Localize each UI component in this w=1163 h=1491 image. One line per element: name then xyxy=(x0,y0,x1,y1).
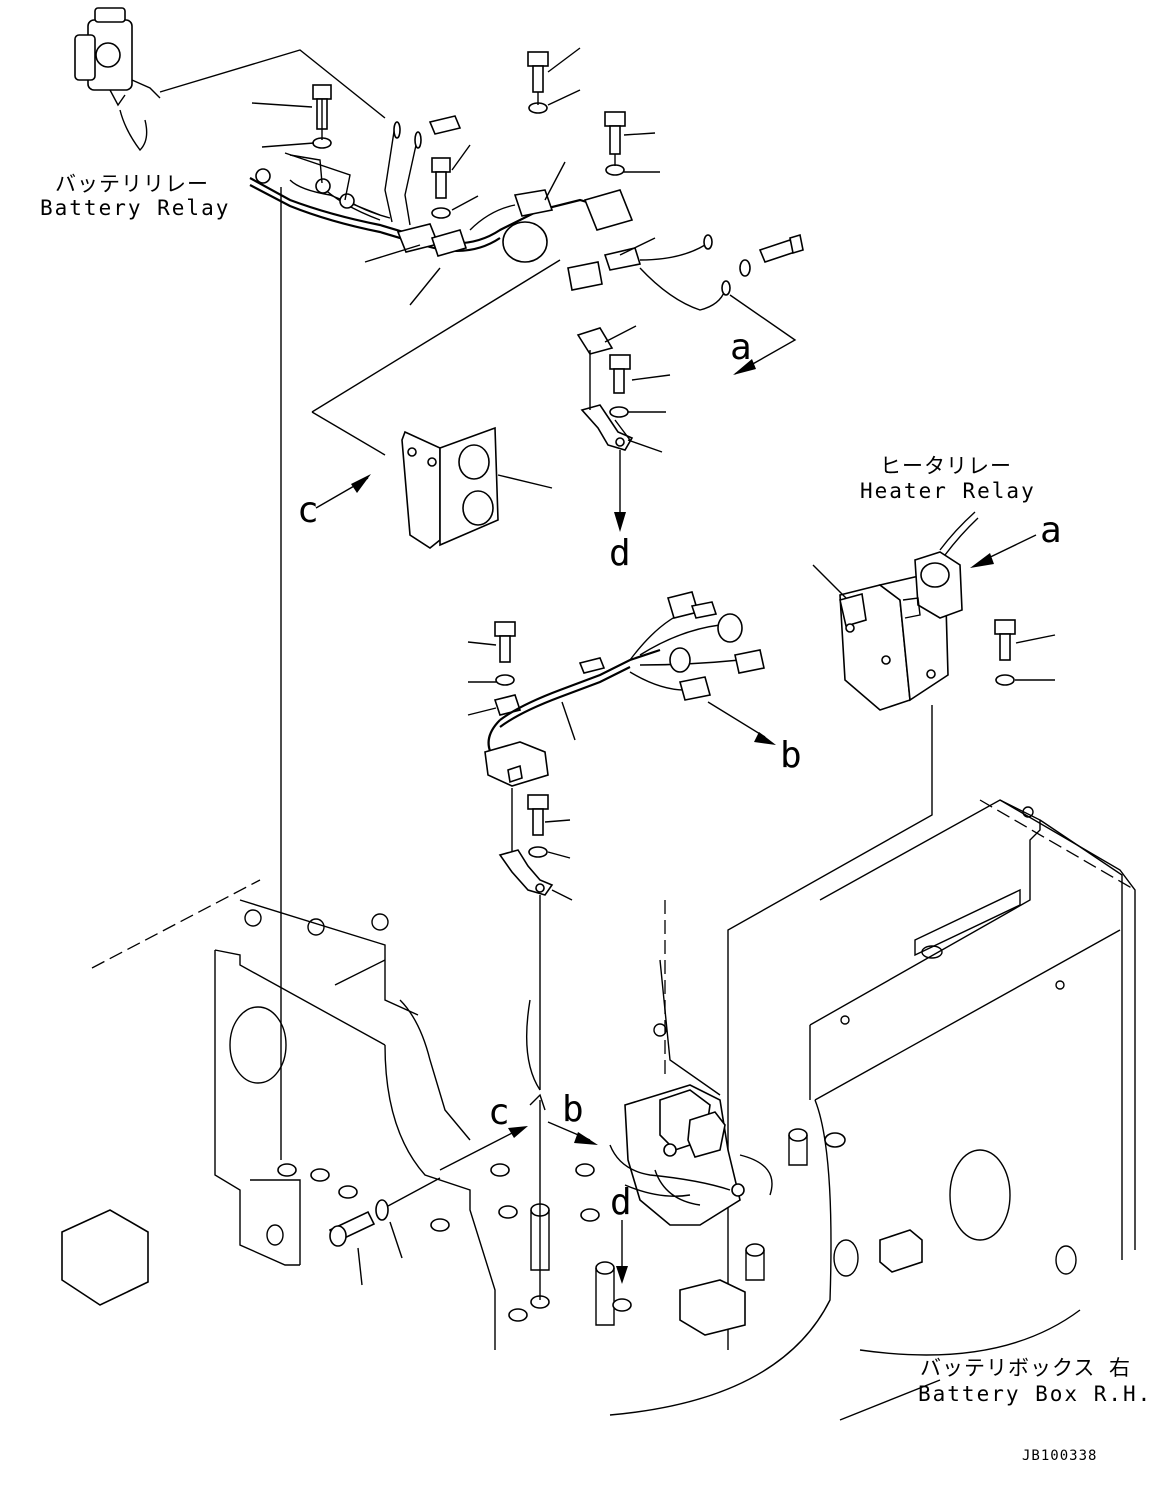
battery-relay-label-jp: バッテリリレー xyxy=(55,172,209,196)
bolt-3 xyxy=(604,111,626,155)
heater-relay-label-jp: ヒータリレー xyxy=(880,454,1012,478)
view-marker-c-bracket: c xyxy=(297,490,319,531)
heater-relay-label-en: Heater Relay xyxy=(860,479,1036,503)
view-marker-c-box: c xyxy=(488,1092,510,1133)
bolt-9 xyxy=(527,794,549,836)
battery-relay-label-en: Battery Relay xyxy=(40,196,231,220)
battery-relay-illustration xyxy=(74,7,161,152)
bolt-6 xyxy=(609,354,631,394)
view-marker-a-top: a xyxy=(730,327,752,368)
upper-wiring-harness xyxy=(249,51,804,451)
bolt-2 xyxy=(527,51,549,93)
view-marker-a-heater: a xyxy=(1040,510,1062,551)
middle-wiring-harness xyxy=(467,591,776,1090)
view-marker-d-box: d xyxy=(610,1182,632,1223)
battery-box-label-en: Battery Box R.H. xyxy=(918,1382,1153,1406)
upper-callout-leaders xyxy=(251,47,797,456)
view-marker-b-harness: b xyxy=(780,735,802,776)
bolt-8 xyxy=(494,621,516,663)
spacer-pegs xyxy=(277,1128,846,1326)
drawing-code: JB100338 xyxy=(1022,1448,1098,1464)
bolt-4 xyxy=(431,157,451,199)
battery-box-rh xyxy=(61,187,1136,1421)
mounting-bracket xyxy=(315,426,553,549)
view-marker-d-clamp: d xyxy=(609,533,631,574)
bolt-5 xyxy=(758,233,804,263)
battery-box-label-jp: バッテリボックス 右 xyxy=(920,1356,1132,1380)
bolt-7 xyxy=(994,619,1016,661)
view-marker-b-box: b xyxy=(562,1089,584,1130)
heater-relay-assembly xyxy=(727,511,1056,1350)
